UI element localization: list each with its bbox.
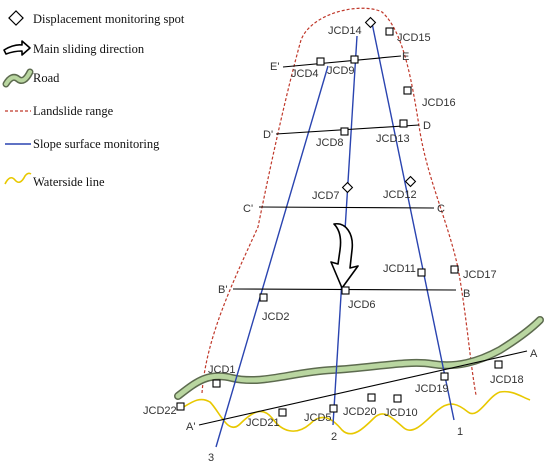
station-marker-jcd8 — [340, 127, 349, 136]
station-label-jcd7: JCD7 — [312, 190, 340, 202]
legend-label-range: Landslide range — [33, 104, 114, 118]
monitoring-line-label-3: 3 — [208, 452, 214, 464]
road — [174, 316, 544, 400]
road-icon — [2, 68, 34, 88]
station-marker-jcd5 — [329, 404, 338, 413]
station-label-jcd1: JCD1 — [208, 364, 236, 376]
legend-item-slope: Slope surface monitoring — [5, 137, 160, 151]
section-label-a: A — [530, 348, 538, 360]
section-label-c: C — [437, 203, 445, 215]
legend-label-slope: Slope surface monitoring — [33, 137, 160, 151]
station-marker-jcd2 — [259, 293, 268, 302]
station-marker-jcd10 — [393, 394, 402, 403]
station-label-jcd22: JCD22 — [143, 405, 177, 417]
station-label-jcd11: JCD11 — [383, 263, 416, 275]
station-label-jcd20: JCD20 — [343, 406, 377, 418]
station-marker-jcd1 — [212, 379, 221, 388]
legend-label-road: Road — [33, 71, 60, 85]
station-label-jcd14: JCD14 — [328, 25, 362, 37]
station-marker-jcd20 — [367, 393, 376, 402]
station-marker-jcd18 — [494, 360, 503, 369]
station-marker-jcd14 — [364, 16, 377, 29]
station-label-jcd15: JCD15 — [397, 32, 431, 44]
outline-arrow-icon — [3, 40, 31, 56]
section-label-c-prime: C' — [243, 203, 253, 215]
station-label-jcd6: JCD6 — [348, 299, 376, 311]
monitoring-line-label-1: 1 — [457, 426, 463, 438]
station-label-jcd2: JCD2 — [262, 311, 290, 323]
station-label-jcd17: JCD17 — [463, 269, 497, 281]
station-marker-jcd9 — [350, 55, 359, 64]
station-marker-jcd22 — [176, 402, 185, 411]
legend-item-spot: Displacement monitoring spot — [8, 10, 185, 26]
legend-item-road: Road — [2, 68, 60, 88]
station-label-jcd10: JCD10 — [384, 407, 418, 419]
waterside-line — [181, 390, 531, 435]
section-label-e: E — [402, 51, 409, 63]
section-labels: A A' B B' C C' D D' E E' — [186, 51, 538, 433]
station-label-jcd13: JCD13 — [376, 133, 410, 145]
section-lines — [198, 55, 528, 426]
section-label-d-prime: D' — [263, 129, 273, 141]
section-label-b: B — [463, 288, 470, 300]
station-label-jcd21: JCD21 — [246, 417, 280, 429]
station-label-jcd5: JCD5 — [304, 412, 332, 424]
station-marker-jcd13 — [399, 119, 408, 128]
landslide-boundary — [201, 7, 477, 396]
station-marker-jcd6 — [341, 286, 350, 295]
monitoring-line-labels: 1 2 3 — [208, 426, 463, 464]
station-marker-jcd21 — [278, 408, 287, 417]
monitoring-line-3 — [215, 65, 329, 448]
section-line-e — [282, 55, 402, 68]
station-marker-jcd15 — [385, 27, 394, 36]
yellow-wave-icon — [4, 172, 32, 185]
station-marker-jcd12 — [404, 175, 417, 188]
legend-item-sliding: Main sliding direction — [3, 40, 145, 56]
section-line-a — [198, 350, 528, 426]
legend: Displacement monitoring spot Main slidin… — [2, 10, 185, 189]
station-marker-jcd4 — [316, 57, 325, 66]
station-label-jcd18: JCD18 — [490, 374, 524, 386]
section-line-c — [258, 206, 435, 209]
station-marker-jcd16 — [403, 86, 412, 95]
legend-label-sliding: Main sliding direction — [33, 42, 145, 56]
sliding-direction-arrow — [330, 223, 359, 289]
station-label-jcd9: JCD9 — [327, 65, 355, 77]
monitoring-line-1 — [371, 22, 455, 421]
section-label-d: D — [423, 120, 431, 132]
station-label-jcd19: JCD19 — [415, 383, 449, 395]
section-label-e-prime: E' — [270, 61, 279, 73]
station-label-jcd16: JCD16 — [422, 97, 456, 109]
legend-label-spot: Displacement monitoring spot — [33, 12, 185, 26]
station-marker-jcd7 — [341, 181, 354, 194]
section-label-b-prime: B' — [218, 284, 227, 296]
legend-item-range: Landslide range — [5, 104, 114, 118]
legend-label-water: Waterside line — [33, 175, 105, 189]
monitoring-line-label-2: 2 — [331, 431, 337, 443]
section-label-a-prime: A' — [186, 421, 195, 433]
station-labels: JCD14 JCD15 JCD4 JCD9 JCD16 JCD8 JCD13 J… — [143, 25, 524, 429]
diamond-marker-icon — [8, 10, 24, 26]
station-marker-jcd19 — [440, 372, 449, 381]
station-marker-jcd17 — [450, 265, 459, 274]
station-label-jcd12: JCD12 — [383, 189, 417, 201]
station-label-jcd4: JCD4 — [291, 68, 319, 80]
station-markers — [176, 16, 503, 417]
legend-item-water: Waterside line — [4, 172, 105, 189]
station-marker-jcd11 — [417, 268, 426, 277]
station-label-jcd8: JCD8 — [316, 137, 344, 149]
